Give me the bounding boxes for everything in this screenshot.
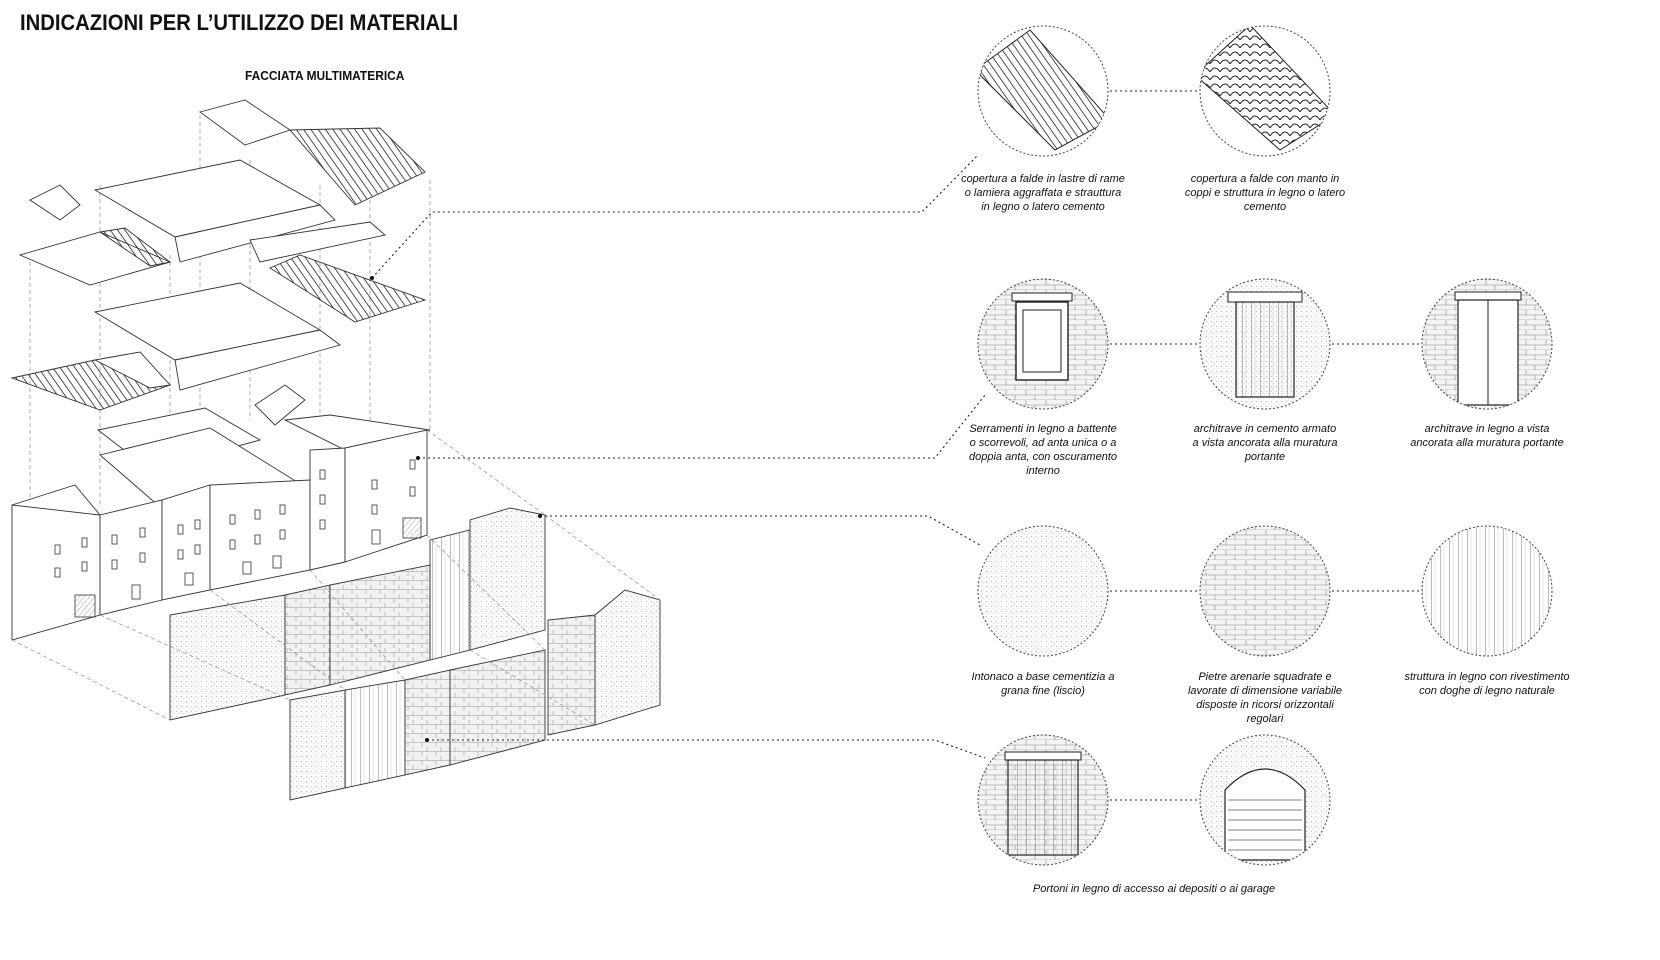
caption-lintel-concrete: architrave in cemento armato a vista anc… (1192, 423, 1338, 463)
diagonal-guide-lines (11, 429, 661, 726)
caption-lintel-wood: architrave in legno a vista ancorata all… (1410, 423, 1564, 449)
caption-roof-copper: copertura a falde in lastre di rame o la… (961, 173, 1125, 213)
wooden-window-icon (977, 278, 1109, 410)
wood-plank-cladding-icon (1421, 525, 1553, 657)
page-title: INDICAZIONI PER L’UTILIZZO DEI MATERIALI (20, 10, 459, 35)
caption-stone: Pietre arenarie squadrate e lavorate di … (1187, 671, 1343, 725)
facade-layer-front (289, 589, 661, 801)
caption-doors: Portoni in legno di accesso ai depositi … (1032, 883, 1276, 895)
roof-layer-middle (10, 254, 427, 411)
fine-plaster-texture-icon (977, 525, 1109, 657)
roof-layer-top (18, 99, 426, 286)
wooden-door-icon (977, 734, 1109, 866)
caption-plaster: Intonaco a base cementizia a grana fine … (971, 671, 1115, 697)
leader-end-dots (370, 276, 542, 742)
caption-window-wood: Serramenti in legno a battente o scorrev… (969, 423, 1117, 477)
facade-layer-stone (169, 507, 546, 721)
wooden-lintel-door-icon (1421, 278, 1553, 410)
section-subtitle: FACCIATA MULTIMATERICA (245, 68, 405, 83)
concrete-lintel-door-icon (1199, 278, 1331, 410)
leader-lines (371, 90, 1422, 801)
garage-door-icon (1199, 734, 1331, 866)
caption-wood-cladding: struttura in legno con rivestimento con … (1404, 671, 1570, 697)
clay-tile-roof-icon (1199, 25, 1331, 157)
building-windows (54, 459, 422, 618)
sandstone-masonry-icon (1199, 525, 1331, 657)
copper-sheet-roof-icon (977, 25, 1109, 157)
building-block-plaster (11, 384, 431, 641)
caption-roof-tiles: copertura a falde con manto in coppi e s… (1184, 173, 1346, 213)
